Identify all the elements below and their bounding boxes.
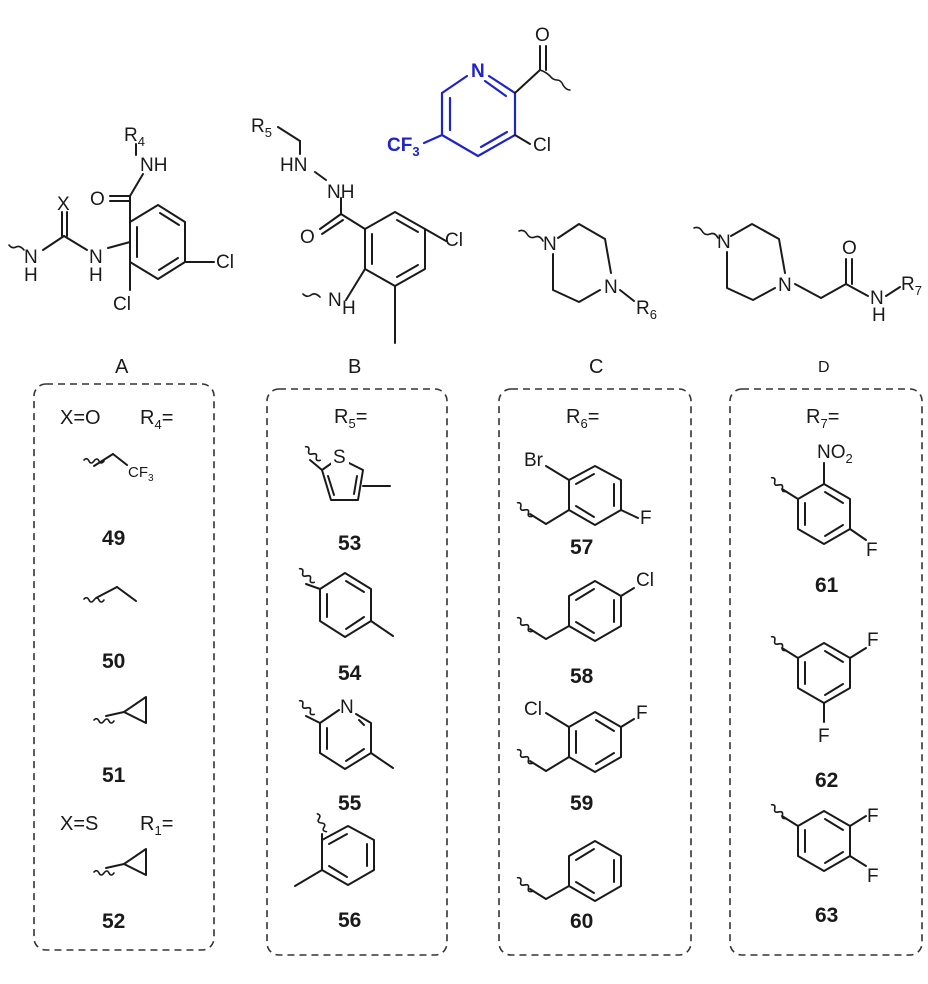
panel-a-xs-header: X=S	[60, 813, 98, 835]
amide-nh: NH	[140, 155, 167, 176]
r5-label: R5	[251, 116, 272, 140]
scaffold-c: N N R6	[518, 223, 657, 322]
chloro-label: Cl	[445, 230, 463, 251]
fluoro-label: F	[866, 540, 878, 561]
panel-c-box	[498, 388, 692, 956]
substituent-51	[93, 696, 147, 724]
x-label: X	[57, 194, 70, 215]
compound-number: 61	[815, 574, 839, 597]
compound-number: 50	[102, 650, 125, 673]
substituent-62: F F	[770, 630, 879, 747]
hydrazide-nh: NH	[327, 182, 354, 203]
pyridine-nitrogen: N	[340, 697, 354, 718]
amide-oxygen: O	[842, 238, 857, 259]
urea-nitrogen: N	[89, 247, 103, 268]
scaffold-a: Cl Cl O NH R4 N H X N H	[8, 125, 234, 315]
fluoro-label: F	[636, 703, 648, 724]
panel-b-r5-header: R5=	[334, 406, 367, 431]
substituent-61: NO2 F	[770, 442, 878, 561]
substituent-59: Cl F	[516, 699, 648, 773]
piperazine-nitrogen: N	[778, 275, 792, 296]
fluoro-label: F	[818, 726, 830, 747]
compound-number: 49	[102, 527, 125, 550]
compound-number: 57	[570, 536, 593, 559]
substituent-55: N	[298, 697, 394, 770]
substituent-60	[516, 840, 622, 902]
panel-a-r4-header: R4=	[140, 407, 173, 432]
piperazine-nitrogen: N	[717, 232, 731, 253]
panel-d-r7-header: R7=	[806, 406, 839, 431]
amine-nitrogen: N	[328, 290, 342, 311]
substituent-49: CF3	[83, 453, 154, 484]
substituent-56	[294, 813, 375, 887]
urea-nitrogen: N	[24, 247, 38, 268]
chloro-label: Cl	[113, 294, 131, 315]
compound-number: 54	[338, 662, 362, 685]
piperazine-nitrogen: N	[543, 234, 557, 255]
substituent-63: F F	[770, 803, 879, 887]
fluoro-label: F	[867, 806, 879, 827]
r7-label: R7	[901, 274, 922, 298]
scaffold-d: N N O N H R7	[693, 223, 922, 326]
r4-label: R4	[124, 125, 145, 149]
substituent-53: S	[304, 445, 391, 501]
substituent-54	[298, 567, 394, 638]
fluoro-label: F	[867, 630, 879, 651]
chloro-label: Cl	[216, 252, 234, 273]
pyridine-fragment: N O CF3 Cl	[387, 25, 571, 159]
amide-oxygen: O	[90, 189, 105, 210]
carbonyl-oxygen: O	[535, 25, 550, 46]
compound-number: 55	[338, 792, 362, 815]
compound-number: 52	[102, 910, 125, 933]
chloro-label: Cl	[524, 699, 542, 720]
compound-number: 53	[338, 532, 361, 555]
chloro-label: Cl	[636, 570, 654, 591]
substituent-50	[83, 586, 137, 603]
cf3-label: CF3	[128, 464, 154, 484]
compound-number: 62	[815, 769, 838, 792]
amide-oxygen: O	[300, 227, 315, 248]
compound-number: 59	[570, 792, 593, 815]
compound-number: 56	[338, 909, 361, 932]
panel-a-box	[33, 383, 215, 951]
panel-b-box	[266, 388, 448, 956]
fluoro-label: F	[867, 866, 879, 887]
panel-a-x-header: X=O	[60, 407, 101, 429]
panel-c-r6-header: R6=	[566, 406, 599, 431]
pyridine-nitrogen: N	[471, 61, 485, 82]
scaffold-b-label: B	[348, 356, 361, 378]
r6-label: R6	[636, 298, 657, 322]
substituent-52	[93, 848, 147, 876]
compound-number: 63	[815, 904, 838, 927]
chloro-label: Cl	[533, 135, 551, 156]
compound-number: 58	[570, 665, 594, 688]
fluoro-label: F	[640, 508, 652, 529]
thiophene-sulfur: S	[333, 447, 346, 468]
scaffold-b: Cl N H O NH HN R5	[251, 116, 463, 344]
amine-hydrogen: H	[342, 298, 356, 319]
nitro-label: NO2	[817, 442, 853, 466]
panel-d-box	[729, 388, 923, 956]
cf3-group: CF3	[387, 135, 420, 159]
piperazine-nitrogen: N	[604, 277, 618, 298]
substituent-57: Br F	[516, 450, 652, 529]
compound-number: 51	[102, 764, 126, 787]
bromo-label: Br	[524, 450, 544, 471]
urea-hydrogen: H	[24, 265, 38, 286]
scaffold-c-label: C	[589, 356, 603, 378]
scaffold-a-label: A	[115, 356, 129, 378]
hydrazine-hn: HN	[280, 155, 307, 176]
scaffold-d-label: D	[818, 359, 830, 376]
substituent-58: Cl	[516, 570, 654, 642]
compound-number: 60	[570, 910, 593, 933]
urea-hydrogen: H	[89, 265, 103, 286]
amide-nitrogen: N	[870, 288, 884, 309]
panel-a-r1-header: R1=	[140, 813, 173, 838]
amide-hydrogen: H	[872, 305, 886, 326]
